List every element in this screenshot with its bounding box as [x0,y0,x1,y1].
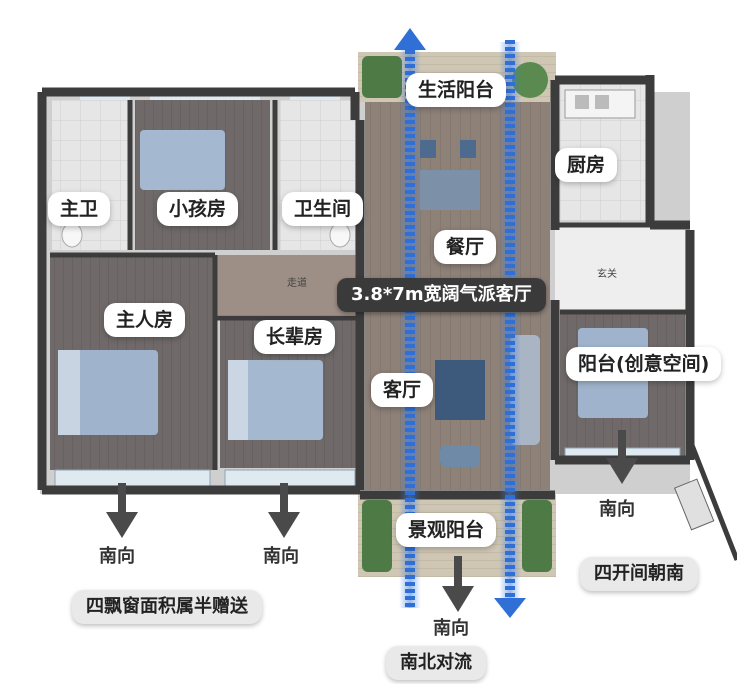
master-bed [58,350,158,435]
elder-bed [228,360,323,440]
arrow-down-icon [494,598,526,618]
highlight-four-south: 四开间朝南 [580,557,698,591]
room-label-elder-room: 长辈房 [254,320,336,354]
corridor-floor [215,255,360,315]
room-label-entrance: 玄关 [597,269,617,280]
highlight-living-size: 3.8*7m宽阔气派客厅 [337,278,546,312]
arrow-up-icon [394,28,426,50]
room-label-corridor: 走道 [287,278,307,289]
highlight-bay-window: 四飘窗面积属半赠送 [72,590,262,624]
room-label-kitchen: 厨房 [555,148,618,182]
direction-south-2: 南向 [263,546,299,567]
direction-south-4: 南向 [599,499,635,520]
dining-table [420,170,480,210]
room-label-scenic-balcony: 景观阳台 [396,513,497,547]
coffee-table [435,360,485,420]
room-label-master-bath: 主卫 [48,192,111,226]
direction-south-1: 南向 [99,546,135,567]
room-label-bathroom: 卫生间 [282,192,364,226]
room-label-living-room: 客厅 [371,373,434,407]
room-label-living-balcony: 生活阳台 [406,73,507,107]
entrance-floor [555,225,685,310]
kids-bed [140,130,225,190]
direction-south-3: 南向 [433,618,469,639]
room-label-dining: 餐厅 [434,230,497,264]
room-label-master-bedroom: 主人房 [104,303,186,337]
room-label-creative-balcony: 阳台(创意空间) [566,347,722,381]
highlight-ventilation: 南北对流 [386,646,486,680]
room-label-kids-room: 小孩房 [157,192,239,226]
ventilation-arrows [394,28,526,618]
